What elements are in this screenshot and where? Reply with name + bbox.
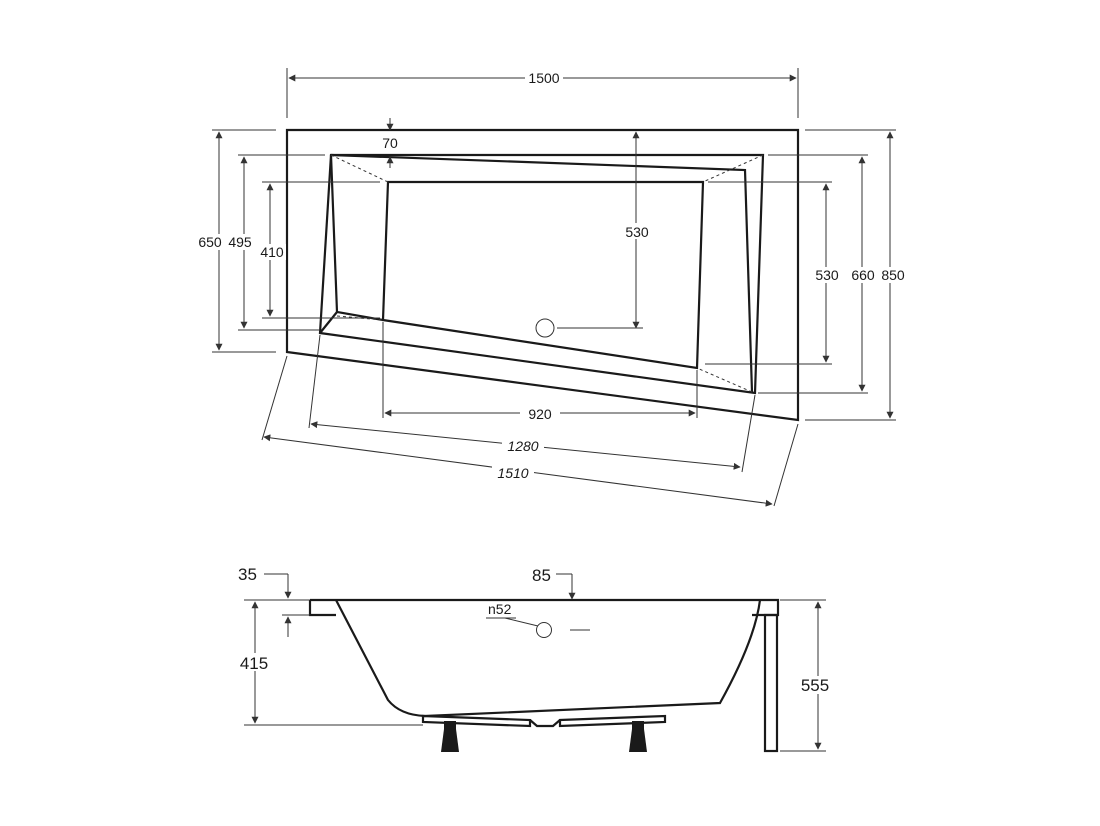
dim-bottom-outer: 1510 — [497, 465, 528, 481]
dim-rim-thickness: 35 — [238, 565, 257, 584]
corner-dash-bl — [336, 315, 384, 321]
basin-floor-outline — [381, 180, 705, 370]
apron-panel — [763, 613, 779, 753]
dim-right-height-inner: 530 — [815, 267, 839, 283]
dim-left-height-mid: 495 — [228, 234, 252, 250]
dim-overall-width: 1500 — [528, 70, 559, 86]
drain-circle-side — [536, 622, 552, 638]
dim-left-height-outer: 650 — [198, 234, 222, 250]
foot-right — [629, 729, 647, 752]
dim-total-height: 555 — [801, 676, 829, 695]
dim-bottom-inner: 920 — [528, 406, 552, 422]
top-view: 1500 70 650 495 410 530 530 — [197, 68, 908, 507]
bottom-rail-left — [421, 714, 532, 728]
foot-left — [441, 729, 459, 752]
foot-right-connector — [632, 721, 644, 729]
dim-bottom-mid: 1280 — [507, 438, 538, 454]
dim-depth: 415 — [240, 654, 268, 673]
dim-rim-width: 85 — [532, 566, 551, 585]
dim-center-depth: 530 — [625, 224, 649, 240]
bottom-notch — [529, 719, 561, 728]
rim-slope-edge-bottom — [319, 311, 338, 334]
dim-left-height-inner: 410 — [260, 244, 284, 260]
rim-top — [310, 598, 780, 617]
rim-slope-edge — [330, 153, 754, 393]
dim-right-height-outer: 850 — [881, 267, 905, 283]
drain-label: n52 — [488, 601, 512, 617]
dim-right-height-mid: 660 — [851, 267, 875, 283]
corner-dash-tl — [330, 154, 389, 183]
bottom-rail-right — [558, 714, 667, 728]
foot-left-connector — [444, 721, 456, 729]
drain-circle-top — [535, 318, 555, 338]
rim-left — [308, 600, 336, 617]
rim-slope-edge-left — [329, 154, 384, 322]
basin-body — [335, 599, 762, 718]
dim-rim-offset: 70 — [382, 135, 398, 151]
tub-rim-outline — [318, 153, 765, 395]
tub-outer-outline — [285, 128, 800, 422]
corner-dash-tr — [702, 154, 764, 183]
corner-dash-br — [696, 367, 753, 393]
side-view: n52 35 85 415 555 — [236, 565, 834, 753]
